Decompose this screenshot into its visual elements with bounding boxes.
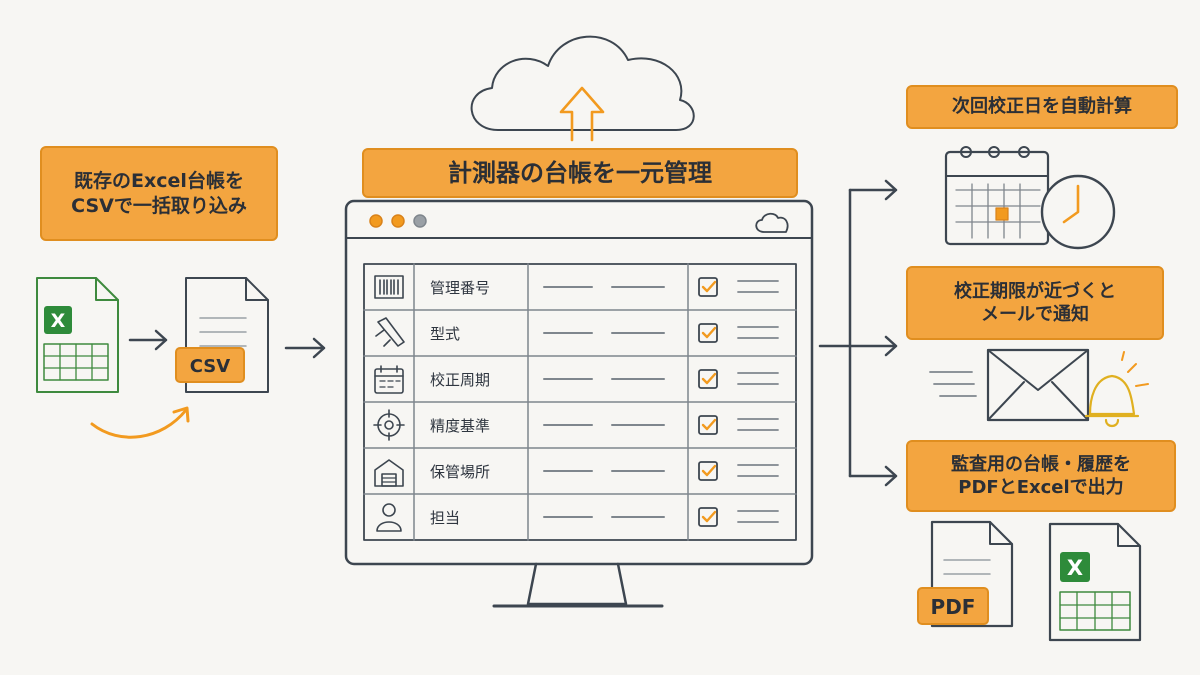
check-mark-icon — [701, 418, 717, 431]
ledger-row-label: 保管場所 — [430, 463, 490, 481]
cloud-upload-icon — [470, 35, 695, 142]
row-checkbox — [698, 461, 718, 481]
excel-export-file-icon — [1048, 522, 1142, 642]
person-icon — [376, 503, 402, 532]
row-note-lines — [737, 326, 779, 339]
row-checkbox — [698, 323, 718, 343]
ledger-title-banner: 計測器の台帳を一元管理 — [362, 148, 798, 198]
ledger-row-label: 管理番号 — [430, 279, 490, 297]
import-callout: 既存のExcel台帳を CSVで一括取り込み — [40, 146, 278, 241]
ledger-row-label: 校正周期 — [430, 371, 490, 389]
bell-icon — [1084, 351, 1149, 428]
row-note-lines — [737, 464, 779, 477]
calendar-clock-icon — [944, 146, 1116, 250]
auto-calc-text: 次回校正日を自動計算 — [952, 96, 1132, 118]
check-mark-icon — [701, 510, 717, 523]
check-mark-icon — [701, 326, 717, 339]
auto-calc-callout: 次回校正日を自動計算 — [906, 85, 1178, 129]
import-callout-line2: CSVで一括取り込み — [71, 194, 247, 217]
check-mark-icon — [701, 372, 717, 385]
row-checkbox — [698, 507, 718, 527]
excel-file-icon — [36, 277, 119, 393]
excel-logo-letter: X — [51, 310, 66, 332]
row-note-lines — [737, 418, 779, 431]
row-note-lines — [737, 280, 779, 293]
export-line1: 監査用の台帳・履歴を — [951, 453, 1131, 475]
csv-file-icon — [175, 277, 269, 393]
row-checkbox — [698, 277, 718, 297]
import-callout-line1: 既存のExcel台帳を — [74, 170, 244, 193]
ledger-table — [363, 263, 797, 541]
target-icon — [373, 409, 405, 441]
notify-line1: 校正期限が近づくと — [954, 280, 1116, 302]
monitor-window — [344, 199, 814, 608]
pdf-file-icon — [917, 520, 1014, 628]
email-notification-icon — [929, 348, 1090, 422]
ledger-row-label: 型式 — [430, 325, 460, 343]
row-checkbox — [698, 369, 718, 389]
ledger-title: 計測器の台帳を一元管理 — [448, 158, 712, 187]
caliper-icon — [375, 317, 405, 347]
curved-import-arrow — [90, 406, 190, 439]
warehouse-icon — [374, 459, 404, 487]
arrow-csv-to-ledger — [284, 337, 326, 359]
export-callout: 監査用の台帳・履歴を PDFとExcelで出力 — [906, 440, 1176, 512]
excel-export-logo-letter: X — [1067, 556, 1083, 580]
check-mark-icon — [701, 464, 717, 477]
calendar-icon — [374, 365, 404, 394]
check-mark-icon — [701, 280, 717, 293]
row-note-lines — [737, 510, 779, 523]
csv-badge-text: CSV — [190, 356, 231, 377]
row-note-lines — [737, 372, 779, 385]
export-line2: PDFとExcelで出力 — [958, 477, 1124, 498]
row-placeholder-marks — [543, 277, 779, 527]
notify-callout: 校正期限が近づくと メールで通知 — [906, 266, 1164, 340]
output-branch-arrows — [818, 179, 898, 487]
pdf-badge-text: PDF — [931, 595, 976, 619]
notify-line2: メールで通知 — [981, 304, 1089, 325]
ledger-row-label: 精度基準 — [430, 417, 490, 435]
arrow-excel-to-csv — [128, 329, 168, 351]
row-checkbox — [698, 415, 718, 435]
barcode-icon — [374, 275, 404, 299]
ledger-row-label: 担当 — [430, 509, 460, 527]
